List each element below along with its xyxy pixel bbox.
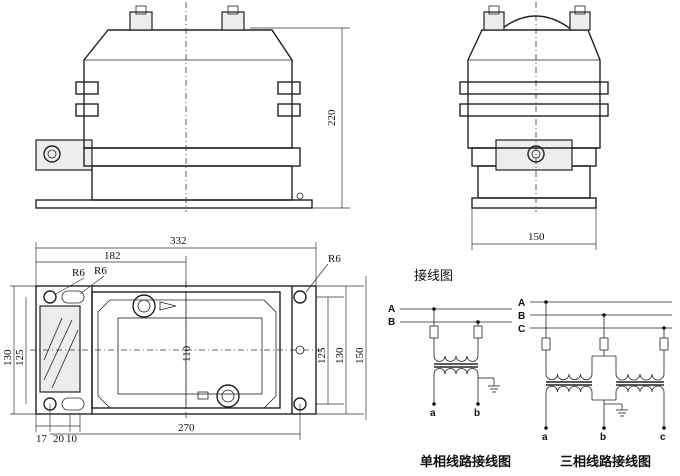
three-secondary-coil-2 — [615, 385, 665, 393]
dim-radius-a: R6 — [72, 267, 85, 279]
single-fuse-a — [429, 325, 439, 339]
single-out-b-label: b — [474, 408, 480, 419]
dim-center-110: 110 — [181, 345, 193, 362]
three-out-c-label: c — [660, 432, 666, 443]
side-terminal-box — [495, 139, 573, 171]
three-primary-coil-1 — [545, 373, 593, 381]
dim-top-inner: 182 — [104, 250, 121, 262]
dim-top-overall: 332 — [170, 235, 187, 247]
dim-right-130: 130 — [334, 347, 346, 364]
single-out-a-label: a — [430, 408, 436, 419]
front-terminal-right — [221, 11, 245, 31]
dim-left-130: 130 — [2, 349, 14, 366]
front-terminal-left — [129, 11, 153, 31]
side-view: 150 — [459, 2, 609, 250]
dim-radius-b: R6 — [94, 265, 107, 277]
front-lower-body — [91, 165, 293, 201]
three-fuse-a — [541, 337, 551, 351]
dim-bottom-270: 270 — [178, 422, 195, 434]
top-terminal-box — [39, 305, 81, 393]
single-primary-coil — [433, 355, 479, 362]
dim-side-width: 150 — [528, 231, 545, 243]
single-phase-caption: 单相线路接线图 — [420, 454, 511, 470]
three-bus-a-label: A — [518, 298, 525, 309]
dim-front-height: 220 — [326, 109, 338, 126]
dim-right-150: 150 — [354, 347, 366, 364]
dim-bottom-17: 17 — [36, 433, 48, 445]
mount-hole-tr — [293, 290, 307, 304]
dim-left-125: 125 — [14, 349, 26, 366]
three-fuse-b — [599, 337, 609, 351]
three-fuse-c — [659, 337, 669, 351]
front-belt — [83, 147, 301, 167]
dim-bottom-10: 10 — [66, 433, 78, 445]
single-secondary-coil — [433, 368, 479, 375]
three-secondary-coil-1 — [545, 385, 593, 393]
front-base-plate — [35, 199, 313, 209]
three-phase-diagram: A B C — [518, 298, 672, 470]
mount-hole-tl — [43, 290, 57, 304]
dim-radius-c: R6 — [328, 253, 341, 265]
front-view: 220 — [35, 2, 350, 212]
front-upper-body — [83, 29, 293, 149]
single-fuse-b — [473, 325, 483, 339]
three-out-b-label: b — [600, 432, 606, 443]
three-out-a-label: a — [542, 432, 548, 443]
top-primary-terminal-a — [132, 294, 156, 318]
wiring-title: 接线图 — [414, 268, 453, 284]
dim-bottom-20: 20 — [53, 433, 65, 445]
three-primary-coil-2 — [615, 373, 665, 381]
single-bus-a-label: A — [388, 304, 395, 315]
single-bus-b-label: B — [388, 317, 395, 328]
three-bus-b-label: B — [518, 311, 525, 322]
three-bus-c-label: C — [518, 324, 525, 335]
top-primary-terminal-b — [216, 384, 240, 408]
dim-right-125: 125 — [316, 347, 328, 364]
side-lower-body — [477, 165, 591, 199]
front-box-bolt — [43, 145, 61, 163]
top-view: 332 182 R6 R6 R6 130 125 110 125 130 150 — [2, 235, 367, 445]
side-upper-body — [467, 29, 601, 149]
three-phase-caption: 三相线路接线图 — [560, 454, 651, 470]
single-phase-diagram: A B a b 单相线路接线图 — [388, 304, 512, 470]
front-terminal-box — [35, 139, 93, 171]
side-base-plate — [471, 197, 597, 209]
